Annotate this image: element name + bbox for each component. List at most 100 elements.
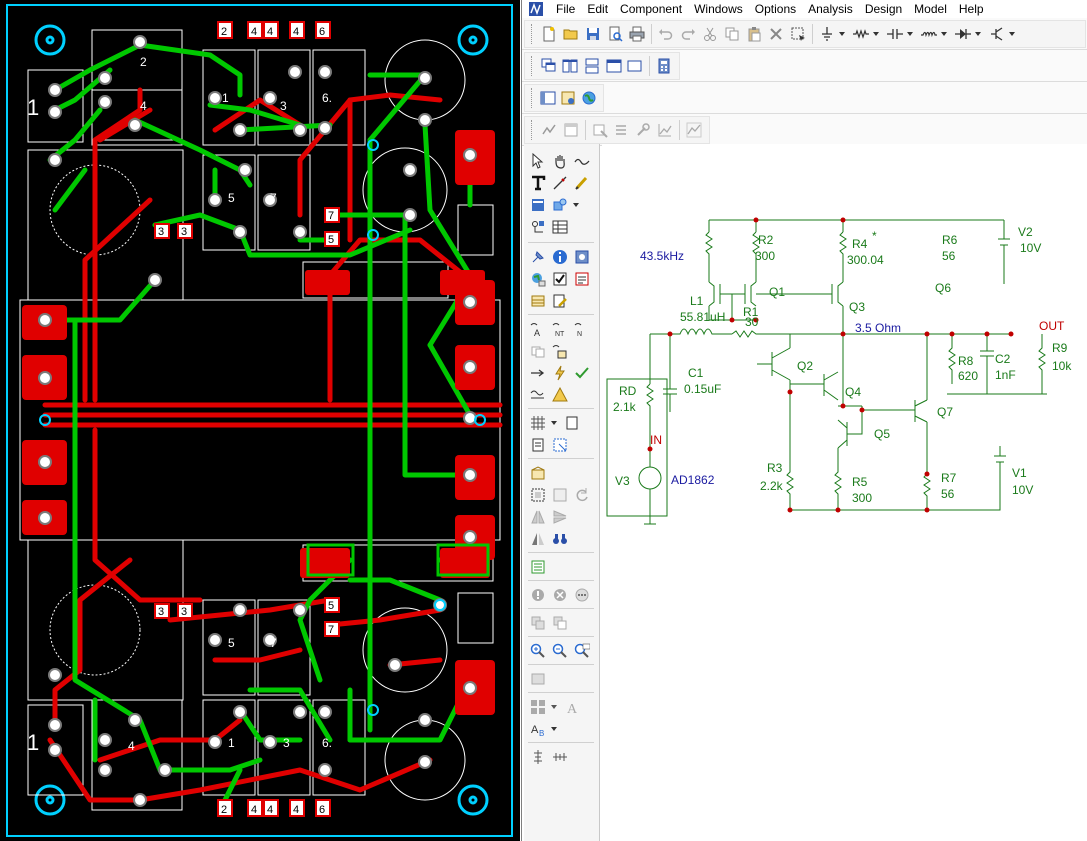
menu-edit[interactable]: Edit [587, 2, 609, 16]
font-button[interactable]: A [562, 697, 582, 717]
undo-button[interactable] [656, 24, 676, 44]
toolbar-grip[interactable] [531, 120, 534, 140]
component-view-button[interactable] [528, 669, 548, 689]
cut-button[interactable] [700, 24, 720, 44]
layout-grid-button[interactable] [528, 697, 548, 717]
maximize-window-button[interactable] [604, 56, 624, 76]
q7-label[interactable]: Q7 [937, 405, 953, 419]
frame-button[interactable] [550, 485, 570, 505]
analysis-run-button[interactable] [539, 120, 559, 140]
pan-mode-button[interactable] [550, 151, 570, 171]
properties-button[interactable] [559, 88, 577, 108]
shapes-button[interactable] [550, 195, 570, 215]
v1-value-label[interactable]: 10V [1012, 483, 1033, 497]
v3-value-label[interactable]: AD1862 [671, 473, 715, 487]
ground-dropdown[interactable] [838, 24, 846, 44]
toolbar-grip[interactable] [531, 88, 534, 108]
r3-value-label[interactable]: 2.2k [760, 479, 784, 493]
graph-button[interactable] [655, 120, 675, 140]
zoom-out-button[interactable] [550, 641, 570, 661]
capacitor-dropdown[interactable] [906, 24, 914, 44]
draw-tool-button[interactable] [572, 173, 592, 193]
pin-values-button[interactable] [550, 341, 570, 361]
c1-value-label[interactable]: 0.15uF [684, 382, 721, 396]
tools-button[interactable] [633, 120, 653, 140]
q4-label[interactable]: Q4 [845, 385, 861, 399]
grid-dropdown[interactable] [550, 413, 558, 433]
toolbar-grip[interactable] [531, 56, 534, 76]
menu-windows[interactable]: Windows [694, 2, 743, 16]
menu-analysis[interactable]: Analysis [808, 2, 853, 16]
flip-vertical-button[interactable] [550, 507, 570, 527]
new-file-button[interactable] [539, 24, 559, 44]
globe-tool-button[interactable] [528, 269, 548, 289]
find-button[interactable] [550, 529, 570, 549]
layout-dropdown[interactable] [550, 697, 558, 717]
inductor-dropdown[interactable] [940, 24, 948, 44]
cascade-windows-button[interactable] [539, 56, 559, 76]
schematic-canvas[interactable]: 43.5kHz 3.5 Ohm OUT IN R2 300 R4 * 300.0… [602, 144, 1087, 841]
diode-dropdown[interactable] [974, 24, 982, 44]
menu-options[interactable]: Options [754, 2, 797, 16]
attribute-value-button[interactable]: NT [550, 319, 570, 339]
arrow-tool-button[interactable] [528, 363, 548, 383]
draw-line-button[interactable] [550, 173, 570, 193]
r4-name-label[interactable]: R4 [852, 237, 868, 251]
wire-mode-button[interactable] [572, 151, 592, 171]
r5-value-label[interactable]: 300 [852, 491, 872, 505]
capacitor-tool-button[interactable] [885, 24, 905, 44]
component-library-button[interactable] [528, 195, 548, 215]
duplicate-button[interactable] [528, 613, 548, 633]
clear-button[interactable] [550, 585, 570, 605]
resistor-dropdown[interactable] [872, 24, 880, 44]
select-all-button[interactable] [788, 24, 808, 44]
r6-name-label[interactable]: R6 [942, 233, 958, 247]
pin-names-button[interactable] [528, 341, 548, 361]
rd-value-label[interactable]: 2.1k [613, 400, 637, 414]
align-horizontal-button[interactable] [550, 747, 570, 767]
tile-vertical-button[interactable] [561, 56, 581, 76]
r4-value-label[interactable]: 300.04 [847, 253, 884, 267]
zoom-in-button[interactable] [528, 641, 548, 661]
wave-tool-button[interactable] [528, 385, 548, 405]
r8-name-label[interactable]: R8 [958, 354, 974, 368]
r2-name-label[interactable]: R2 [758, 233, 774, 247]
v2-name-label[interactable]: V2 [1018, 225, 1033, 239]
edit-text-button[interactable] [550, 291, 570, 311]
paste-button[interactable] [744, 24, 764, 44]
attribute-name-button[interactable]: N [572, 319, 592, 339]
r1-name-label[interactable]: R1 [743, 305, 759, 319]
r2-value-label[interactable]: 300 [755, 249, 775, 263]
r3-name-label[interactable]: R3 [767, 461, 783, 475]
rd-name-label[interactable]: RD [619, 384, 637, 398]
transistor-dropdown[interactable] [1008, 24, 1016, 44]
shapes-dropdown[interactable] [572, 195, 580, 215]
inductor-tool-button[interactable] [919, 24, 939, 44]
transistor-tool-button[interactable] [987, 24, 1007, 44]
tile-horizontal-button[interactable] [582, 56, 602, 76]
c1-name-label[interactable]: C1 [688, 366, 704, 380]
menu-file[interactable]: File [556, 2, 576, 16]
probe-button[interactable] [590, 120, 610, 140]
page-button[interactable] [562, 413, 582, 433]
more-button[interactable] [572, 585, 592, 605]
group-button[interactable] [550, 613, 570, 633]
node-numbers-button[interactable] [528, 217, 548, 237]
l1-name-label[interactable]: L1 [690, 294, 704, 308]
web-button[interactable] [580, 88, 598, 108]
flash-tool-button[interactable] [550, 363, 570, 383]
menu-model[interactable]: Model [914, 2, 947, 16]
pcb-layout-view[interactable]: 2 4 4 4 6 2 4 4 4 6 7 5 3 3 5 7 3 3 2 4 … [0, 0, 520, 841]
align-vertical-button[interactable] [528, 747, 548, 767]
r1-value-label[interactable]: 30 [745, 315, 759, 329]
l1-value-label[interactable]: 55.81uH [680, 310, 725, 324]
grid-toggle-button[interactable] [550, 217, 570, 237]
v2-value-label[interactable]: 10V [1020, 241, 1041, 255]
q5-label[interactable]: Q5 [874, 427, 890, 441]
text-style-dropdown[interactable] [550, 719, 558, 739]
r8-value-label[interactable]: 620 [958, 369, 978, 383]
calculator-button[interactable] [654, 56, 674, 76]
check-tool-button[interactable] [572, 363, 592, 383]
info-button[interactable] [550, 247, 570, 267]
